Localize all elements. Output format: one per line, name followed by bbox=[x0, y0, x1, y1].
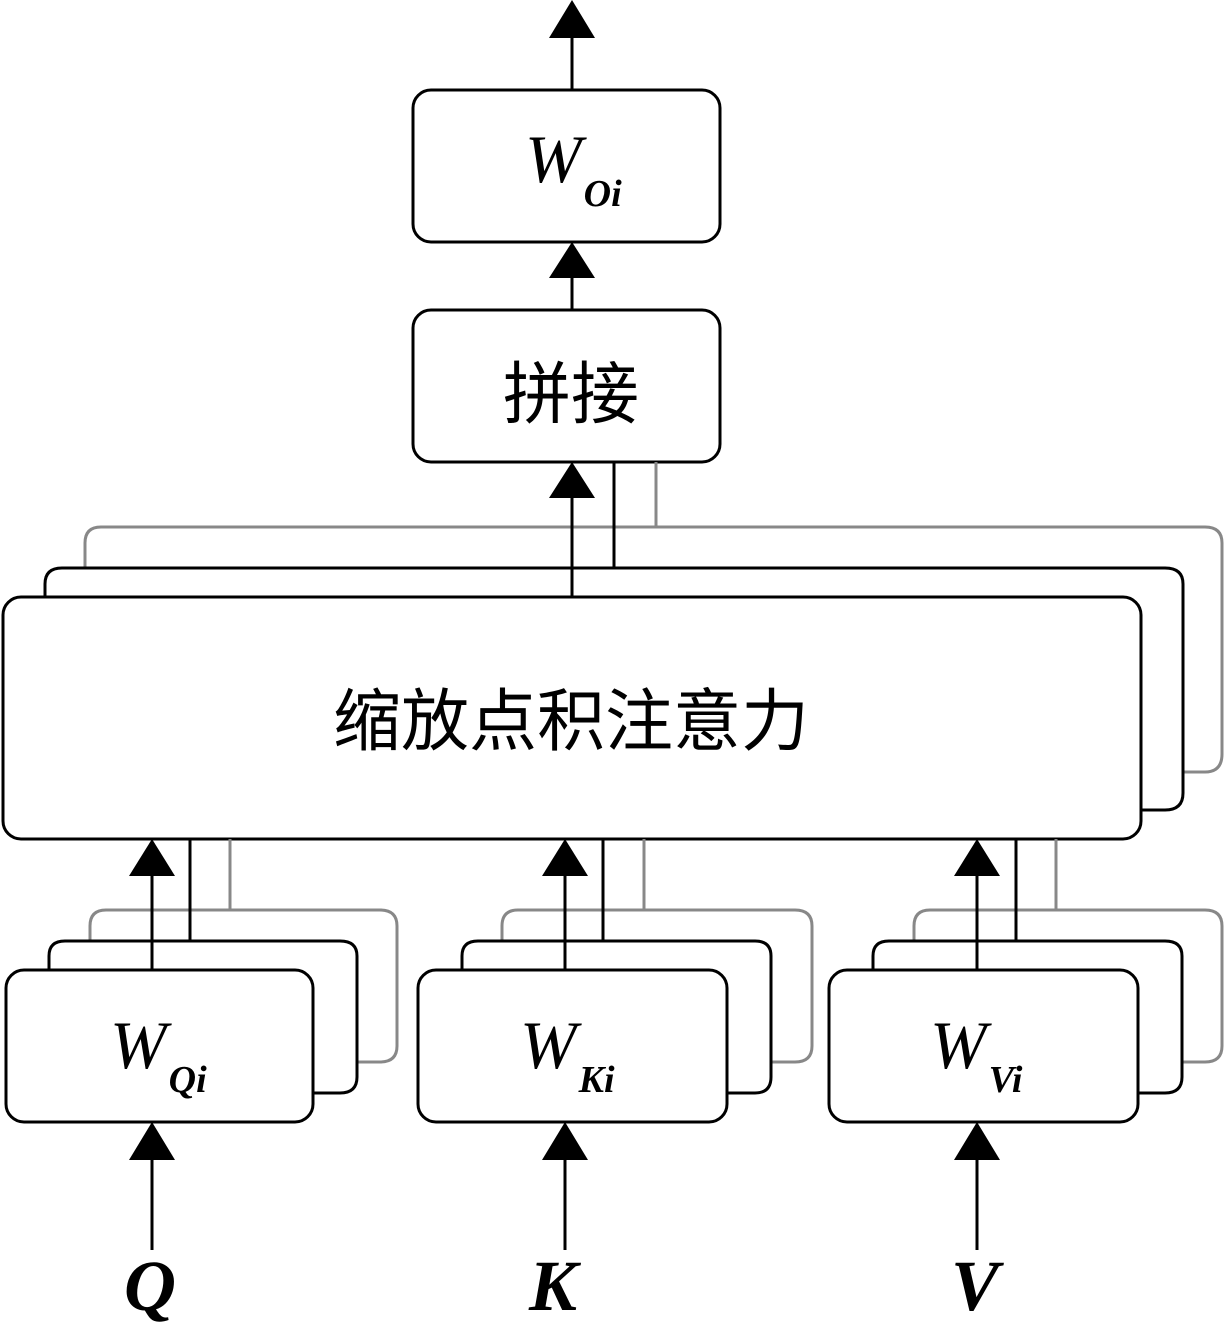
attention-block-middle bbox=[43, 566, 1185, 812]
input-q-label: Q bbox=[124, 1246, 176, 1326]
projection-k-label: WKi bbox=[520, 1007, 615, 1101]
concat-label: 拼接 bbox=[503, 356, 639, 435]
attention-label: 缩放点积注意力 bbox=[333, 683, 809, 762]
attention-block: 缩放点积注意力 bbox=[1, 595, 1143, 841]
input-v-label: V bbox=[951, 1246, 1004, 1326]
projection-v: WVi V bbox=[827, 839, 1224, 1326]
attention-block-back bbox=[83, 525, 1224, 774]
concat-block: 拼接 bbox=[411, 308, 722, 464]
projection-v-label: WVi bbox=[930, 1007, 1023, 1101]
output-projection-label: WOi bbox=[525, 121, 622, 215]
projection-k: WKi K bbox=[416, 839, 814, 1326]
concat-to-output-arrow bbox=[549, 242, 595, 310]
projection-q-label: WQi bbox=[110, 1007, 207, 1101]
attention-to-concat-arrow bbox=[549, 462, 595, 597]
output-projection-block: WOi bbox=[411, 88, 722, 244]
input-k-label: K bbox=[528, 1246, 582, 1326]
output-arrow bbox=[549, 0, 595, 90]
projection-q: WQi Q bbox=[4, 839, 399, 1326]
